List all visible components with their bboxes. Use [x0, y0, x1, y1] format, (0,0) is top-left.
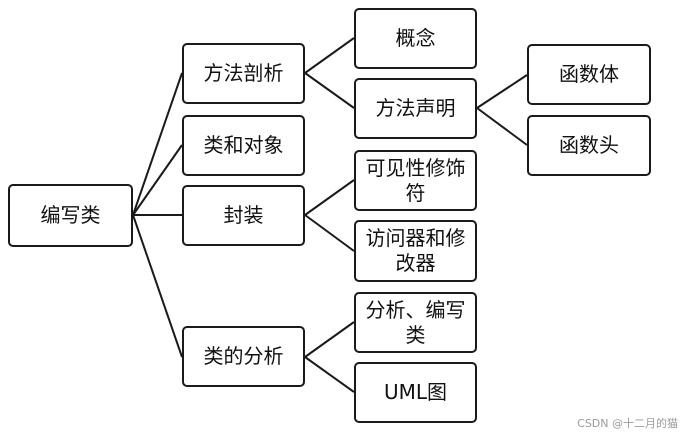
- class-and-object-label: 类和对象: [203, 133, 284, 157]
- accessor-mutator-node: 访问器和修改器: [354, 220, 477, 282]
- connector-method-analysis-concept: [304, 37, 355, 74]
- connector-root-method-analysis: [132, 72, 183, 216]
- uml-diagram-node: UML图: [354, 362, 477, 423]
- connector-encapsulation-visibility: [304, 179, 355, 216]
- method-declaration-node: 方法声明: [354, 78, 477, 139]
- class-analysis-node: 类的分析: [182, 326, 305, 387]
- uml-diagram-label: UML图: [383, 380, 448, 404]
- encapsulation-node: 封装: [182, 185, 305, 246]
- connector-root-class-and-object: [132, 144, 183, 216]
- concept-node: 概念: [354, 8, 477, 69]
- class-analysis-label: 类的分析: [203, 344, 284, 368]
- connector-method-analysis-declaration: [304, 72, 355, 109]
- analysis-writing-node: 分析、编写类: [354, 292, 477, 353]
- accessor-mutator-label: 访问器和修改器: [365, 226, 466, 275]
- function-body-label: 函数体: [559, 62, 619, 86]
- connector-encapsulation-accessor: [304, 214, 355, 252]
- root-node-label: 编写类: [40, 203, 101, 227]
- visibility-modifier-node: 可见性修饰符: [354, 150, 477, 211]
- connector-root-class-analysis: [132, 214, 183, 358]
- method-analysis-node: 方法剖析: [182, 43, 305, 104]
- connector-class-analysis-writing: [304, 321, 355, 358]
- watermark: CSDN @十二月的猫: [577, 417, 678, 430]
- class-and-object-node: 类和对象: [182, 115, 305, 176]
- encapsulation-label: 封装: [223, 203, 264, 227]
- visibility-modifier-label: 可见性修饰符: [365, 155, 466, 205]
- root-node: 编写类: [8, 184, 133, 247]
- analysis-writing-label: 分析、编写类: [365, 297, 466, 347]
- connector-class-analysis-uml: [304, 356, 355, 393]
- method-declaration-label: 方法声明: [375, 96, 456, 120]
- function-head-label: 函数头: [559, 133, 619, 157]
- function-head-node: 函数头: [527, 115, 651, 176]
- function-body-node: 函数体: [527, 44, 651, 105]
- concept-label: 概念: [395, 26, 436, 50]
- method-analysis-label: 方法剖析: [203, 61, 284, 85]
- connector-declaration-body: [476, 74, 528, 109]
- connector-declaration-head: [476, 107, 528, 146]
